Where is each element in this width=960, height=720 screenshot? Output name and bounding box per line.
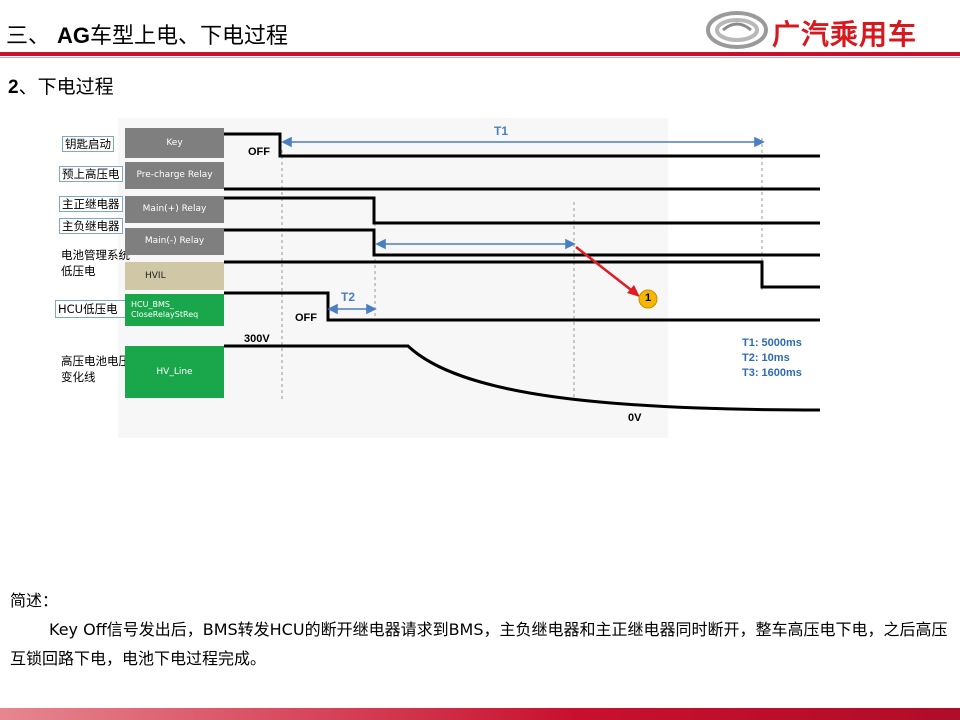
summary-body: Key Off信号发出后，BMS转发HCU的断开继电器请求到BMS，主负继电器和… [10,620,948,668]
brand-name: 广汽乘用车 [772,18,918,51]
section-heading: 2、下电过程 [8,76,114,98]
marker-number: 1 [645,292,652,304]
label-main-minus: 主负继电器 [59,218,123,234]
label-key-start: 钥匙启动 [62,136,114,152]
brand-logo: 广汽乘用车 [706,10,952,51]
signal-hcu-close-relay-req: HCU_BMS_ CloseRelayStReq [125,294,224,326]
summary-heading: 简述： [10,591,59,610]
label-main-plus: 主正继电器 [59,196,123,212]
label-bms-low-voltage: 电池管理系统低压电 [61,248,130,278]
pointer-arrow [575,246,636,294]
legend-t2: T2: 10ms [742,352,790,364]
marker-circle-icon [638,289,658,309]
voltage-300v-label: 300V [244,333,270,345]
brand-emblem-icon [706,11,768,49]
arrowhead [375,238,386,250]
off-label-hcu: OFF [295,312,317,324]
footer-bar [0,708,960,720]
signal-hv-line: HV_Line [125,346,224,398]
signal-hvil: HVIL [125,262,224,290]
signal-precharge-relay: Pre-charge Relay [125,162,224,189]
page-title: 三、 AG车型上电、下电过程 [6,23,289,49]
legend-t3: T3: 1600ms [742,367,802,379]
arrowhead [565,238,576,250]
header-divider-thin [0,57,960,58]
label-hcu-low-voltage: HCU低压电 [55,300,127,318]
off-label-key: OFF [248,146,270,158]
arrowhead [281,136,292,148]
label-precharge: 预上高压电 [59,166,123,182]
hvil-signal [224,260,820,289]
arrowhead [754,136,765,148]
legend-t1: T1: 5000ms [742,337,802,349]
summary-text: 简述： Key Off信号发出后，BMS转发HCU的断开继电器请求到BMS，主负… [10,586,950,673]
hv-voltage-line [224,344,821,412]
t1-label: T1 [494,124,509,138]
signal-key: Key [125,128,224,158]
t2-label: T2 [341,290,356,304]
arrowhead [327,303,338,315]
power-down-timing-diagram: 钥匙启动 预上高压电 主正继电器 主负继电器 电池管理系统低压电 HCU低压电 … [0,110,960,440]
label-hv-voltage-line: 高压电池电压变化线 [61,354,130,384]
header-divider [0,52,960,56]
arrowhead [627,285,640,297]
signal-main-plus-relay: Main(+) Relay [125,196,224,223]
hcu-signal [224,291,820,322]
key-signal [224,132,820,158]
signal-main-minus-relay: Main(-) Relay [125,228,224,255]
arrowhead [366,303,377,315]
voltage-0v-label: 0V [628,412,642,424]
main-minus-signal [224,228,820,257]
main-plus-signal [224,196,820,225]
